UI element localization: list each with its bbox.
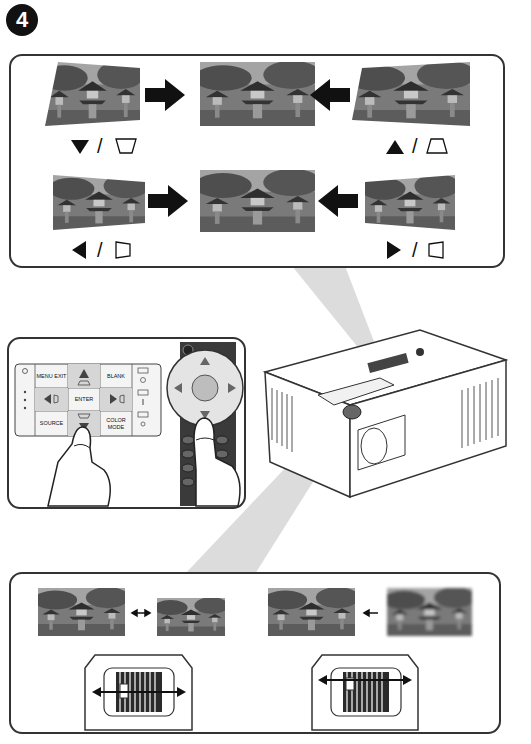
panel-button: ENTER (68, 388, 100, 411)
panel-button: MENU EXIT (35, 364, 68, 388)
separator-slash: / (97, 240, 103, 260)
step-number-text: 4 (16, 8, 28, 32)
button-label: COLOR MODE (101, 417, 131, 429)
panel-button: COLOR MODE (100, 411, 132, 436)
panel-button: BLANK (100, 364, 132, 388)
separator-slash: / (412, 136, 418, 156)
panel-button: SOURCE (35, 411, 68, 436)
button-label: BLANK (107, 373, 125, 379)
button-label: MENU EXIT (37, 373, 67, 379)
separator-slash: / (97, 136, 103, 156)
button-label: ENTER (75, 396, 94, 402)
separator-slash: / (412, 240, 418, 260)
button-label: SOURCE (40, 420, 64, 426)
step-number: 4 (6, 4, 38, 36)
